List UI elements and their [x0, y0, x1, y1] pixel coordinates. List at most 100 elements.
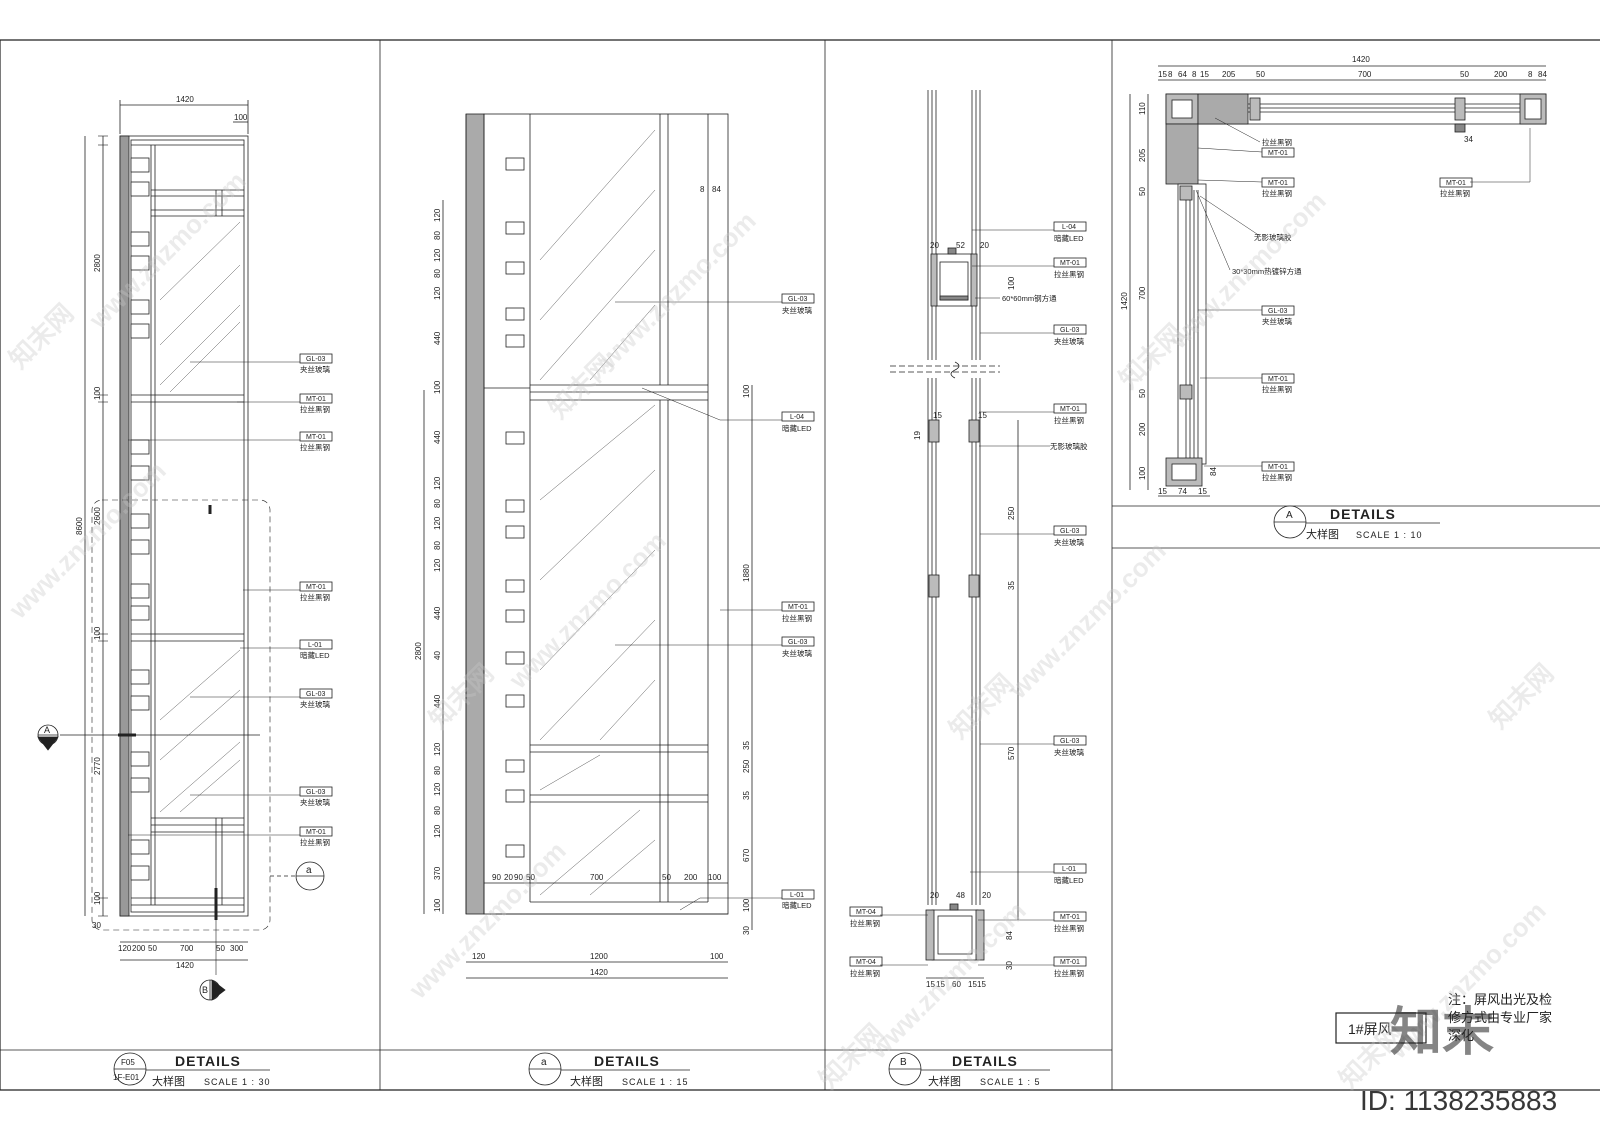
svg-text:知末: 知末 — [1390, 1004, 1494, 1062]
svg-text:暗藏LED: 暗藏LED — [1054, 875, 1084, 885]
svg-text:50: 50 — [1138, 389, 1147, 398]
svg-text:84: 84 — [1209, 467, 1218, 476]
svg-text:200: 200 — [684, 873, 698, 882]
svg-text:100: 100 — [93, 891, 102, 905]
svg-text:120: 120 — [433, 286, 442, 300]
svg-text:GL-03: GL-03 — [788, 639, 808, 646]
svg-text:700: 700 — [1358, 70, 1372, 79]
svg-text:MT-01: MT-01 — [1060, 914, 1080, 921]
svg-text:拉丝黑钢: 拉丝黑钢 — [1054, 415, 1084, 425]
svg-text:SCALE 1 : 30: SCALE 1 : 30 — [204, 1077, 271, 1087]
svg-text:DETAILS: DETAILS — [952, 1053, 1018, 1069]
svg-text:15: 15 — [968, 980, 977, 989]
svg-text:15: 15 — [977, 980, 986, 989]
svg-text:2800: 2800 — [93, 254, 102, 272]
svg-text:120: 120 — [118, 944, 132, 953]
svg-text:L-04: L-04 — [790, 414, 804, 421]
svg-text:SCALE 1 : 15: SCALE 1 : 15 — [622, 1077, 689, 1087]
svg-text:夹丝玻璃: 夹丝玻璃 — [1054, 537, 1084, 547]
svg-text:90: 90 — [492, 873, 501, 882]
svg-text:大样图: 大样图 — [570, 1074, 603, 1088]
svg-text:100: 100 — [1138, 466, 1147, 480]
svg-text:MT-04: MT-04 — [856, 909, 876, 916]
svg-text:50: 50 — [216, 944, 225, 953]
svg-text:2600: 2600 — [93, 507, 102, 525]
svg-text:拉丝黑钢: 拉丝黑钢 — [1440, 188, 1470, 198]
svg-text:MT-01: MT-01 — [306, 829, 326, 836]
svg-text:GL-03: GL-03 — [1060, 738, 1080, 745]
svg-text:L-01: L-01 — [308, 642, 322, 649]
svg-text:120: 120 — [433, 248, 442, 262]
note-block: 注：屏风出光及检 修方式由专业厂家 深化 — [1448, 992, 1552, 1043]
svg-text:570: 570 — [1007, 746, 1016, 760]
svg-text:1880: 1880 — [742, 564, 751, 582]
svg-text:15: 15 — [936, 980, 945, 989]
svg-text:15: 15 — [926, 980, 935, 989]
svg-text:100: 100 — [93, 386, 102, 400]
svg-text:100: 100 — [742, 898, 751, 912]
svg-text:拉丝黑钢: 拉丝黑钢 — [300, 837, 330, 847]
watermark-id: ID: 1138235883 — [1360, 1085, 1557, 1116]
svg-text:SCALE 1 : 10: SCALE 1 : 10 — [1356, 530, 1423, 540]
svg-text:80: 80 — [433, 541, 442, 550]
svg-text:暗藏LED: 暗藏LED — [782, 900, 812, 910]
panel-2-title: a DETAILS 大样图 SCALE 1 : 15 — [528, 1052, 690, 1088]
svg-text:MT-01: MT-01 — [1268, 150, 1288, 157]
svg-text:a: a — [306, 865, 312, 876]
svg-text:夹丝玻璃: 夹丝玻璃 — [300, 699, 330, 709]
svg-text:370: 370 — [433, 866, 442, 880]
svg-text:8: 8 — [1528, 70, 1533, 79]
svg-text:1#屏风: 1#屏风 — [1348, 1021, 1392, 1037]
dim-width-top: 1420 — [176, 95, 194, 104]
svg-text:拉丝黑钢: 拉丝黑钢 — [300, 404, 330, 414]
svg-text:80: 80 — [433, 499, 442, 508]
svg-text:20: 20 — [930, 241, 939, 250]
watermark-logo: 知末 — [1390, 1004, 1494, 1062]
svg-text:1F-E01: 1F-E01 — [113, 1073, 140, 1082]
svg-text:200: 200 — [132, 944, 146, 953]
svg-text:60*60mm钢方通: 60*60mm钢方通 — [1002, 293, 1057, 303]
svg-text:52: 52 — [956, 241, 965, 250]
svg-text:MT-04: MT-04 — [856, 959, 876, 966]
svg-text:GL-03: GL-03 — [306, 691, 326, 698]
svg-text:DETAILS: DETAILS — [175, 1053, 241, 1069]
svg-text:www.znzmo.com: www.znzmo.com — [1002, 536, 1171, 705]
svg-text:MT-01: MT-01 — [788, 604, 808, 611]
svg-text:1420: 1420 — [176, 961, 194, 970]
svg-text:100: 100 — [710, 952, 724, 961]
note-line-1: 注：屏风出光及检 — [1448, 992, 1552, 1007]
svg-text:MT-01: MT-01 — [1446, 180, 1466, 187]
svg-text:80: 80 — [433, 269, 442, 278]
panel-elevation-1-30: 1420 100 — [37, 95, 333, 1088]
svg-text:120: 120 — [433, 208, 442, 222]
svg-text:100: 100 — [1007, 276, 1016, 290]
svg-text:大样图: 大样图 — [1306, 527, 1339, 541]
svg-text:无影玻璃胶: 无影玻璃胶 — [1254, 232, 1292, 242]
svg-text:A: A — [44, 725, 50, 735]
svg-text:www.znzmo.com: www.znzmo.com — [502, 526, 671, 695]
svg-text:F05: F05 — [121, 1058, 135, 1067]
svg-text:GL-03: GL-03 — [1060, 327, 1080, 334]
svg-text:15: 15 — [933, 411, 942, 420]
svg-text:MT-01: MT-01 — [1268, 376, 1288, 383]
svg-text:ID: 1138235883: ID: 1138235883 — [1360, 1085, 1557, 1116]
panel-1-title: F05 1F-E01 DETAILS 大样图 SCALE 1 : 30 — [113, 1052, 271, 1088]
section-marker-B: B — [199, 979, 226, 1001]
svg-text:MT-01: MT-01 — [1060, 959, 1080, 966]
svg-text:B: B — [202, 985, 208, 995]
hatched-wall — [465, 113, 485, 915]
svg-text:夹丝玻璃: 夹丝玻璃 — [1054, 336, 1084, 346]
svg-text:www.znzmo.com: www.znzmo.com — [592, 206, 761, 375]
svg-text:a: a — [541, 1057, 547, 1068]
svg-text:1420: 1420 — [590, 968, 608, 977]
svg-text:拉丝黑钢: 拉丝黑钢 — [1262, 188, 1292, 198]
callout-marker-a: a — [270, 861, 325, 891]
panel-detail-1-15: 120 80 120 80 120 440 100 440 120 80 120… — [414, 113, 815, 1088]
svg-text:20: 20 — [980, 241, 989, 250]
svg-text:30: 30 — [1005, 961, 1014, 970]
svg-text:L-01: L-01 — [790, 892, 804, 899]
svg-text:1420: 1420 — [1120, 292, 1129, 310]
svg-text:60: 60 — [952, 980, 961, 989]
section-marker-A: A — [37, 724, 59, 751]
